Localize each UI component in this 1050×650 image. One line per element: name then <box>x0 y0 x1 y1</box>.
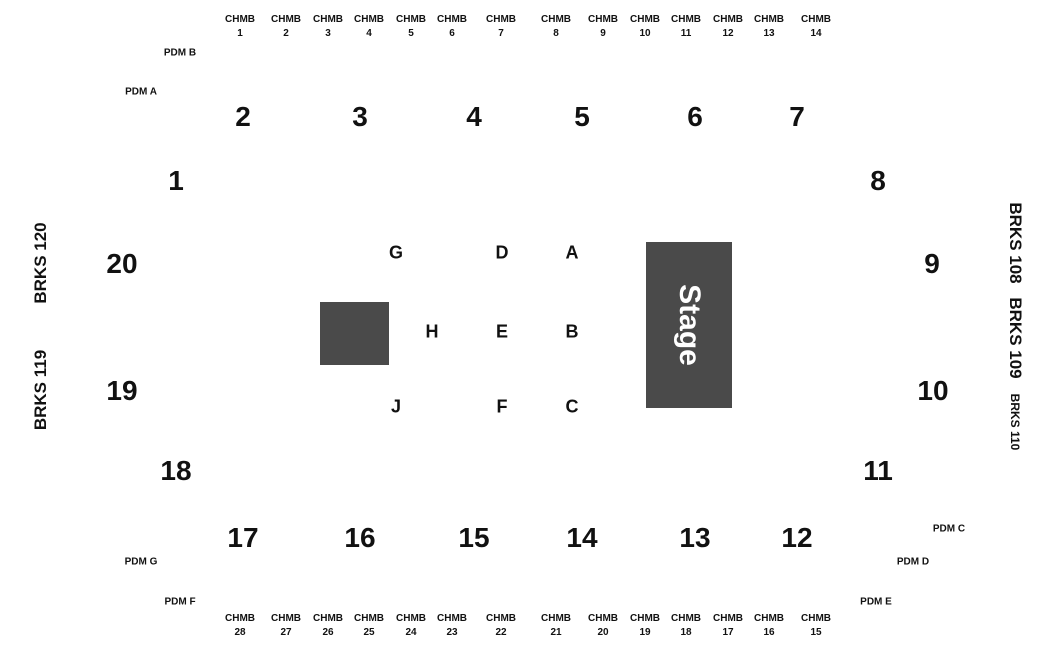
floor-section-f[interactable]: F <box>496 396 508 417</box>
section-18[interactable]: 18 <box>160 455 192 486</box>
section-8[interactable]: 8 <box>870 165 886 196</box>
section-10[interactable]: 10 <box>917 375 949 406</box>
section-4[interactable]: 4 <box>466 101 482 132</box>
podium-b[interactable]: PDM B <box>163 47 197 59</box>
section-2[interactable]: 2 <box>235 101 251 132</box>
section-6[interactable]: 6 <box>687 101 703 132</box>
podium-e[interactable]: PDM E <box>860 596 892 608</box>
section-3[interactable]: 3 <box>352 101 368 132</box>
section-15[interactable]: 15 <box>458 522 490 553</box>
stage-label: Stage <box>673 284 706 366</box>
section-9[interactable]: 9 <box>924 248 940 279</box>
floor-section-d[interactable]: D <box>495 242 509 263</box>
section-16[interactable]: 16 <box>344 522 376 553</box>
floor-section-a[interactable]: A <box>565 242 579 263</box>
section-17[interactable]: 17 <box>227 522 259 553</box>
podium-f[interactable]: PDM F <box>164 596 196 608</box>
floor-section-b[interactable]: B <box>565 321 579 342</box>
section-19[interactable]: 19 <box>106 375 138 406</box>
floor-section-g[interactable]: G <box>388 242 404 263</box>
floor-section-j[interactable]: J <box>390 396 402 417</box>
podium-d[interactable]: PDM D <box>896 556 930 568</box>
box-brks-120[interactable]: BRKS 120 <box>31 222 50 304</box>
section-7[interactable]: 7 <box>789 101 805 132</box>
podium-a[interactable]: PDM A <box>125 86 157 98</box>
box-brks-108[interactable]: BRKS 108 <box>1006 202 1025 284</box>
podium-g[interactable]: PDM G <box>124 556 158 568</box>
section-1[interactable]: 1 <box>168 165 184 196</box>
box-brks-119[interactable]: BRKS 119 <box>31 349 50 431</box>
section-11[interactable]: 11 <box>863 455 893 486</box>
section-20[interactable]: 20 <box>106 248 138 279</box>
floor-section-e[interactable]: E <box>495 321 509 342</box>
section-12[interactable]: 12 <box>781 522 813 553</box>
floor-section-h[interactable]: H <box>425 321 439 342</box>
section-14[interactable]: 14 <box>566 522 598 553</box>
floor-section-c[interactable]: C <box>565 396 579 417</box>
section-5[interactable]: 5 <box>574 101 590 132</box>
sound-booth <box>320 302 389 365</box>
podium-c[interactable]: PDM C <box>932 523 966 535</box>
stage: Stage <box>646 242 732 408</box>
section-13[interactable]: 13 <box>679 522 711 553</box>
box-brks-109[interactable]: BRKS 109 <box>1006 297 1025 379</box>
box-brks-110[interactable]: BRKS 110 <box>1008 393 1022 451</box>
